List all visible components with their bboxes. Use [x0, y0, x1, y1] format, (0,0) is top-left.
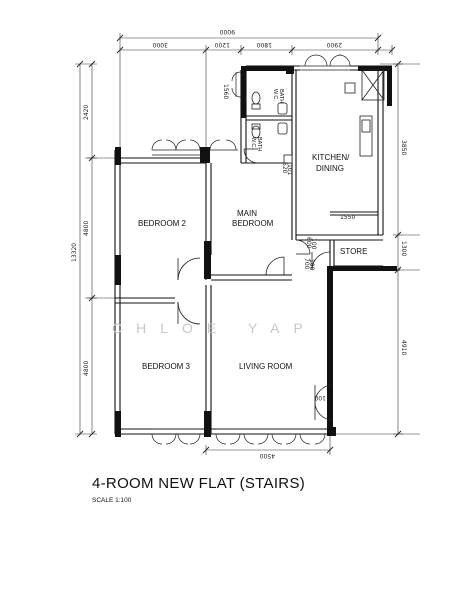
dim-left-upper: 2420: [83, 105, 90, 120]
kitchen-sink-icon: [361, 119, 371, 133]
dim-door-b: 101: [286, 164, 293, 176]
dim-right-upper: 3850: [400, 140, 407, 155]
room-label-wc-lower: W.C.: [250, 137, 256, 149]
windows: [151, 54, 351, 445]
dimension-ticks: [76, 34, 402, 454]
room-label-kitchen-1: KITCHEN/: [312, 153, 350, 162]
walls-structural: [115, 66, 397, 437]
dim-door-i: 100: [314, 394, 326, 401]
room-label-main-bedroom-2: BEDROOM: [232, 219, 274, 228]
room-label-bedroom-3: BEDROOM 3: [142, 362, 191, 371]
kitchen-counter-icon: [359, 115, 373, 157]
dim-door-h: 100: [308, 259, 315, 271]
room-label-store: STORE: [340, 247, 367, 256]
dim-right-mid: 1300: [400, 241, 407, 256]
dim-top-right: 2900: [327, 41, 342, 48]
room-label-bedroom-2: BEDROOM 2: [138, 219, 187, 228]
room-label-main-bedroom-1: MAIN: [237, 209, 257, 218]
basin-upper-icon: [277, 102, 288, 115]
dim-door-a: 620: [281, 162, 288, 174]
dim-left-overall: 13320: [71, 243, 78, 262]
doors: [177, 148, 334, 421]
room-label-wc-upper: W.C.: [272, 89, 278, 101]
dim-left-lower: 4800: [83, 361, 90, 376]
dim-right-lower: 4910: [400, 340, 407, 355]
fixtures: [251, 69, 385, 164]
dim-door-d: 100: [310, 238, 317, 250]
dim-top-left: 3000: [153, 41, 168, 48]
dim-left-mid: 4800: [83, 221, 90, 236]
dimension-labels: 9000 3000 1200 1800 2900 13320 2420 4800…: [71, 28, 407, 459]
dim-bottom-overall: 4500: [260, 452, 275, 459]
dim-door-c: 600: [305, 237, 312, 249]
room-label-living-room: LIVING ROOM: [239, 362, 293, 371]
room-label-bath-upper: BATH: [278, 89, 284, 103]
watermark-text: CHLOE YAP: [112, 320, 317, 336]
dimension-lines: [75, 33, 420, 455]
room-label-kitchen-2: DINING: [316, 164, 344, 173]
dim-top-overall: 9000: [220, 28, 235, 35]
room-label-bath-lower: BATH: [256, 137, 262, 151]
toilet-upper-icon: [251, 91, 261, 105]
room-labels: BATH W.C. BATH W.C. KITCHEN/ DINING MAIN…: [138, 89, 367, 371]
refuse-chute-icon: [361, 69, 385, 101]
dim-bath: 1560: [222, 84, 229, 99]
toilet-lower-icon: [251, 125, 261, 139]
dim-kitchen-inner: 1550: [340, 214, 355, 221]
dim-top-mid2: 1800: [257, 41, 272, 48]
dim-top-mid1: 1200: [215, 41, 230, 48]
dim-door-g: 700: [303, 258, 310, 270]
basin-lower-icon: [277, 122, 288, 135]
plan-scale: SCALE 1:100: [92, 497, 132, 504]
plan-title: 4-ROOM NEW FLAT (STAIRS): [92, 475, 305, 492]
